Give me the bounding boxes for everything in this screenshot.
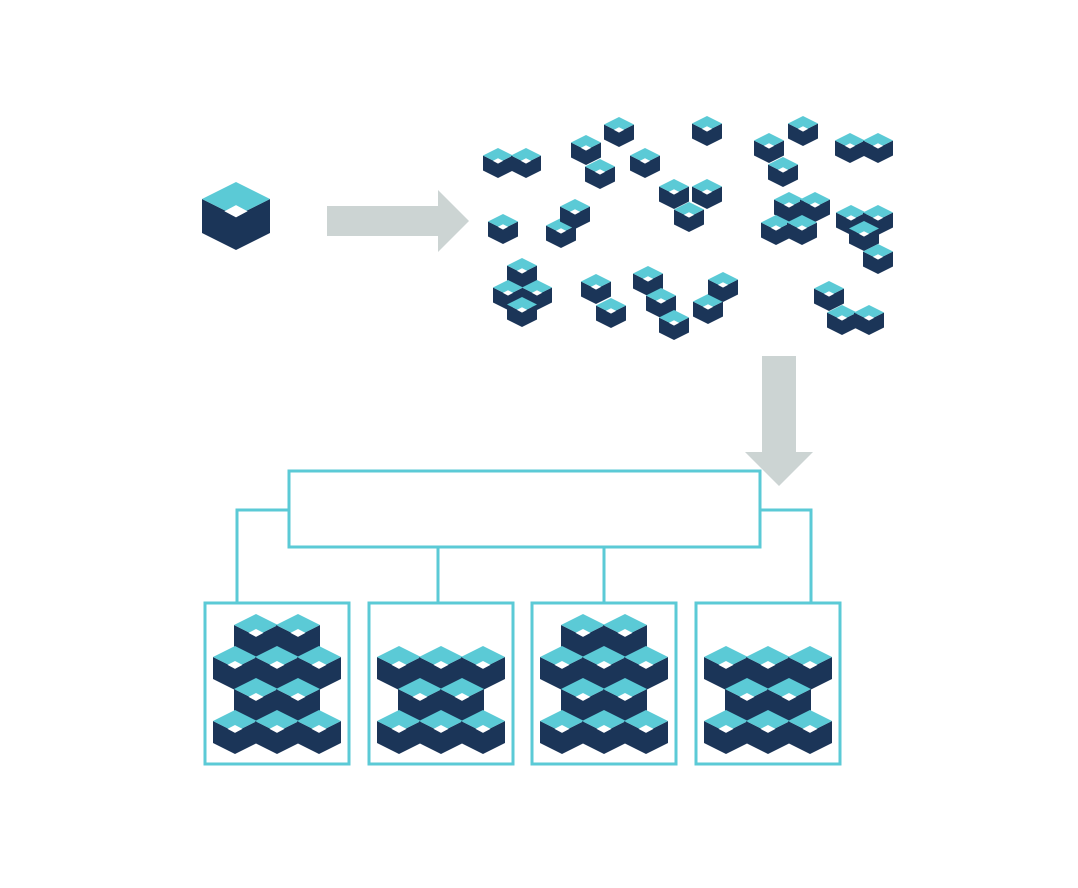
cube-icon xyxy=(571,135,601,165)
connector-left xyxy=(235,508,289,602)
cube-icon xyxy=(768,157,798,187)
single-cube xyxy=(202,182,270,250)
cube-icon xyxy=(581,274,611,304)
cluster-box xyxy=(367,601,515,766)
cube-icon xyxy=(788,116,818,146)
cluster-box xyxy=(203,601,351,766)
parent-box xyxy=(287,469,762,549)
cube-icon xyxy=(596,298,626,328)
cube-icon xyxy=(488,214,518,244)
cluster-box-frame xyxy=(694,601,842,766)
arrow-right-icon xyxy=(327,190,469,252)
connector-right xyxy=(760,508,813,602)
hierarchy-connector xyxy=(235,469,813,602)
cube-icon xyxy=(630,148,660,178)
cube-icon xyxy=(835,133,865,163)
cube-icon xyxy=(854,305,884,335)
cube-icon xyxy=(692,179,722,209)
cube-icon xyxy=(754,133,784,163)
cube-icon xyxy=(692,116,722,146)
cube-icon xyxy=(202,182,270,250)
cube-icon xyxy=(511,148,541,178)
cube-icon xyxy=(483,148,513,178)
cluster-box-frame xyxy=(367,601,515,766)
cluster-box xyxy=(530,601,678,766)
cube-icon xyxy=(863,133,893,163)
cluster-box-frame xyxy=(203,601,351,766)
cluster-box xyxy=(694,601,842,766)
arrow-down-icon xyxy=(745,356,813,486)
scattered-cubes xyxy=(483,116,893,340)
grouped-clusters xyxy=(203,601,842,766)
cluster-box-frame xyxy=(530,601,678,766)
cube-icon xyxy=(604,117,634,147)
cube-icon xyxy=(585,159,615,189)
